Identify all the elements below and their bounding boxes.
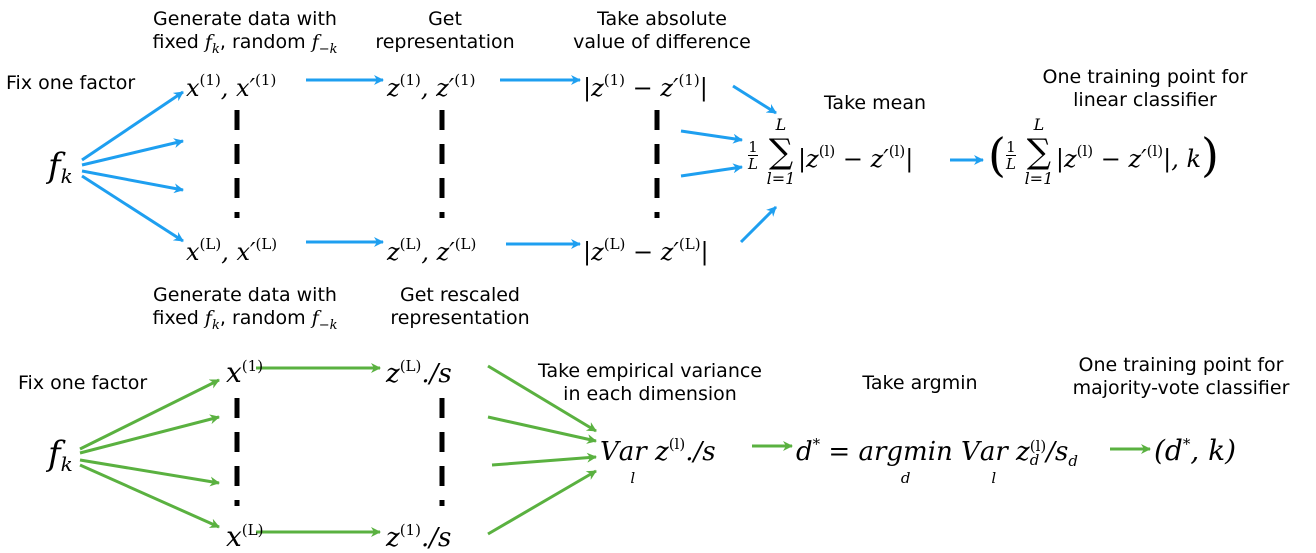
- arrow-mid1-to-mean: [680, 129, 743, 144]
- arrow-mid2-to-var: [491, 452, 597, 467]
- math-z-first-pair: z(1), z′(1): [387, 71, 476, 102]
- math-fk-top: fk: [48, 146, 73, 188]
- math-x-last-pair: x(L), x′(L): [186, 235, 278, 266]
- summation: L∑l=1: [766, 115, 796, 188]
- arrow-fk-to-xL: [81, 174, 184, 243]
- math-z-last-pair: z(L), z′(L): [387, 235, 477, 266]
- math-abs-last: |z(L) − z′(L)|: [583, 235, 709, 266]
- arrow-zs2-to-var: [487, 469, 597, 536]
- arrow-fk-to-xL-bottom: [79, 463, 220, 529]
- label-generate-bottom: Generate data with fixed fk, random f−k: [152, 284, 338, 333]
- math-z-scaled-last: z(1)./s: [386, 521, 452, 553]
- arrow-fk-mid1-bottom: [79, 414, 220, 455]
- arrow-mid2-to-mean: [680, 163, 743, 178]
- label-take-mean: Take mean: [823, 92, 927, 114]
- arrow-fk-to-x1: [81, 90, 184, 162]
- math-fk-bottom: fk: [48, 434, 73, 476]
- label-generate-top: Generate data with fixed fk, random f−k: [120, 8, 370, 61]
- arrow-abs1-to-mean: [732, 84, 777, 115]
- math-result-pair: (d*, k): [1154, 434, 1237, 467]
- arrow-absL-to-mean: [739, 205, 778, 244]
- arrow-fk-mid1: [81, 138, 184, 167]
- label-generate-line2: fixed fk, random f−k: [152, 31, 338, 57]
- label-fix-factor-top: Fix one factor: [6, 72, 136, 94]
- arrow-fk-mid2-bottom: [79, 458, 220, 487]
- arrow-zs1-to-var: [487, 364, 597, 433]
- label-generate-line1: Generate data with: [153, 8, 337, 30]
- math-z-scaled-first: z(L)./s: [386, 357, 452, 389]
- arrow-mid1-to-var: [487, 415, 597, 444]
- arrow-fk-to-x1-bottom: [79, 378, 220, 451]
- label-take-argmin: Take argmin: [862, 372, 978, 394]
- math-x-first-pair: x(1), x′(1): [186, 71, 277, 102]
- math-x-last-bottom: x(L): [226, 520, 264, 553]
- math-x-first-bottom: x(1): [226, 356, 264, 389]
- arrow-fk-mid2: [81, 169, 184, 194]
- label-fix-factor-bottom: Fix one factor: [18, 372, 148, 394]
- math-abs-first: |z(1) − z′(1)|: [583, 71, 708, 102]
